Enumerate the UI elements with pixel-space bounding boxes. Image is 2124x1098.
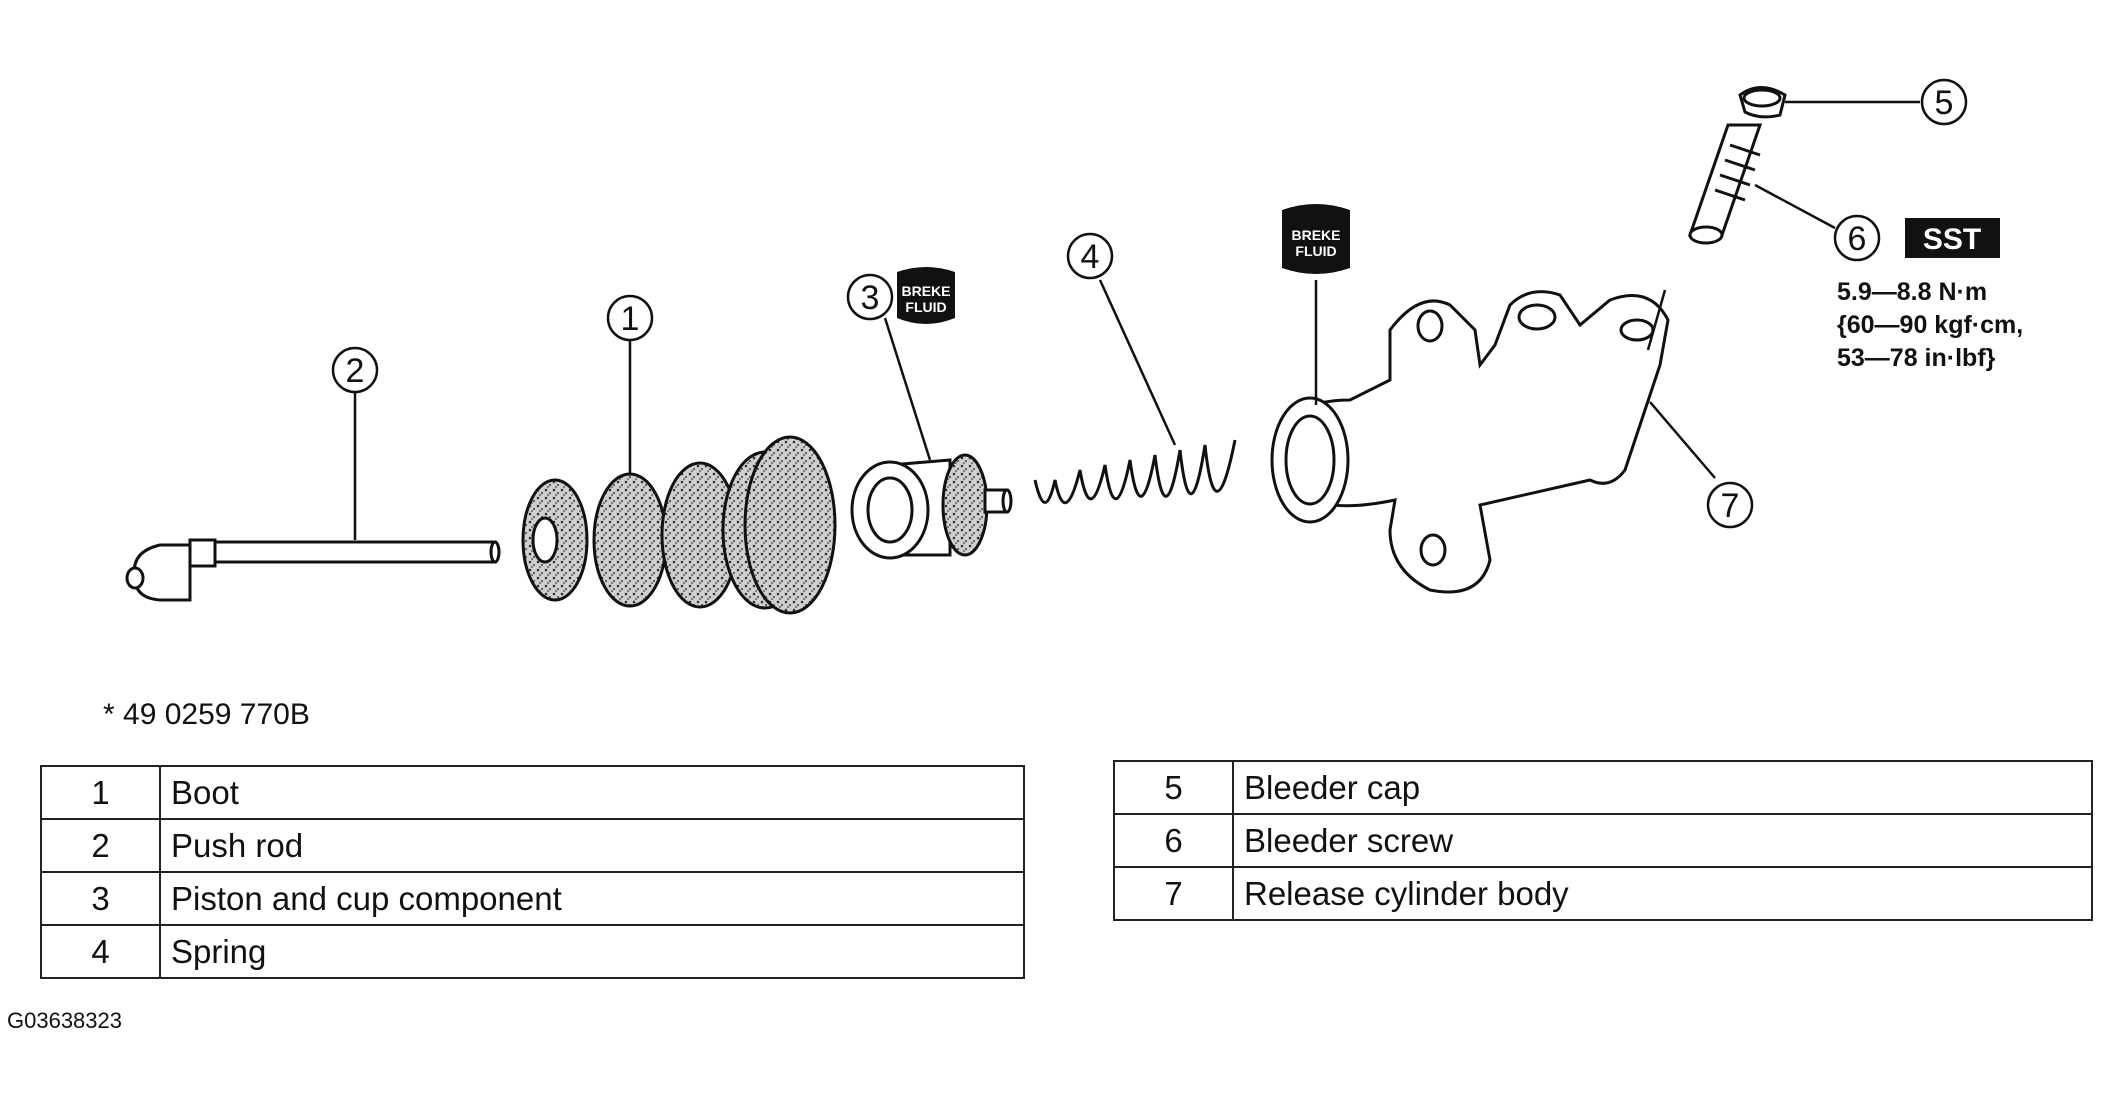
badge-line2: FLUID <box>1295 243 1336 259</box>
table-row: 3 Piston and cup component <box>40 871 1025 926</box>
badge-line2: FLUID <box>905 299 946 315</box>
item-number: 3 <box>40 871 161 926</box>
torque-line-2: {60—90 kgf·cm, <box>1837 311 2023 339</box>
callout-number: 2 <box>346 352 365 390</box>
push-rod-drawing <box>125 538 501 602</box>
item-label: Release cylinder body <box>1232 866 2093 921</box>
torque-line-1: 5.9—8.8 N·m <box>1837 278 1987 306</box>
callout-7: 7 <box>1706 481 1754 529</box>
item-number: 6 <box>1113 813 1234 868</box>
badge-line1: BREKE <box>901 283 950 299</box>
item-number: 7 <box>1113 866 1234 921</box>
figure-code: G03638323 <box>7 1008 122 1033</box>
callout-1: 1 <box>606 294 654 342</box>
piston-drawing <box>850 453 1013 560</box>
torque-line-3: 53—78 in·lbf} <box>1837 344 1996 372</box>
callout-number: 4 <box>1081 238 1100 276</box>
brake-fluid-badge-3: BREKE FLUID <box>897 267 955 324</box>
legend-table-right: 5 Bleeder cap 6 Bleeder screw 7 Release … <box>1113 760 2093 921</box>
spring-drawing <box>1033 439 1237 504</box>
callout-number: 5 <box>1935 84 1954 122</box>
sst-label: SST <box>1923 223 1981 256</box>
legend-table-left: 1 Boot 2 Push rod 3 Piston and cup compo… <box>40 765 1025 979</box>
table-row: 4 Spring <box>40 924 1025 979</box>
boot-drawing <box>521 435 837 615</box>
torque-spec: 5.9—8.8 N·m {60—90 kgf·cm, 53—78 in·lbf} <box>1837 278 2023 372</box>
callout-number: 1 <box>621 300 640 338</box>
item-number: 5 <box>1113 760 1234 815</box>
callout-number: 6 <box>1848 220 1867 258</box>
item-label: Bleeder cap <box>1232 760 2093 815</box>
bleeder-screw-drawing <box>1687 123 1763 245</box>
table-row: 6 Bleeder screw <box>1113 813 2093 868</box>
item-number: 2 <box>40 818 161 873</box>
tool-part-number: * 49 0259 770B <box>103 698 310 731</box>
table-row: 5 Bleeder cap <box>1113 760 2093 815</box>
callout-number: 7 <box>1721 487 1740 525</box>
callout-2: 2 <box>331 346 379 394</box>
bleeder-cap-drawing <box>1738 86 1787 119</box>
item-label: Piston and cup component <box>159 871 1025 926</box>
item-number: 1 <box>40 765 161 820</box>
callout-number: 3 <box>861 279 880 317</box>
cylinder-body-drawing <box>1270 290 1670 594</box>
item-label: Boot <box>159 765 1025 820</box>
callout-4: 4 <box>1066 232 1114 280</box>
callout-3: 3 <box>846 273 894 321</box>
item-label: Bleeder screw <box>1232 813 2093 868</box>
callout-5: 5 <box>1920 78 1968 126</box>
item-label: Spring <box>159 924 1025 979</box>
sst-badge: SST <box>1905 218 2000 258</box>
table-row: 1 Boot <box>40 765 1025 820</box>
callout-6: 6 <box>1833 214 1881 262</box>
exploded-diagram: BREKE FLUID BREKE FLUID 1 2 3 4 5 <box>125 78 2023 615</box>
brake-fluid-badge-7: BREKE FLUID <box>1282 204 1350 274</box>
table-row: 2 Push rod <box>40 818 1025 873</box>
badge-line1: BREKE <box>1291 227 1340 243</box>
item-number: 4 <box>40 924 161 979</box>
leader-lines <box>353 100 1920 540</box>
item-label: Push rod <box>159 818 1025 873</box>
table-row: 7 Release cylinder body <box>1113 866 2093 921</box>
